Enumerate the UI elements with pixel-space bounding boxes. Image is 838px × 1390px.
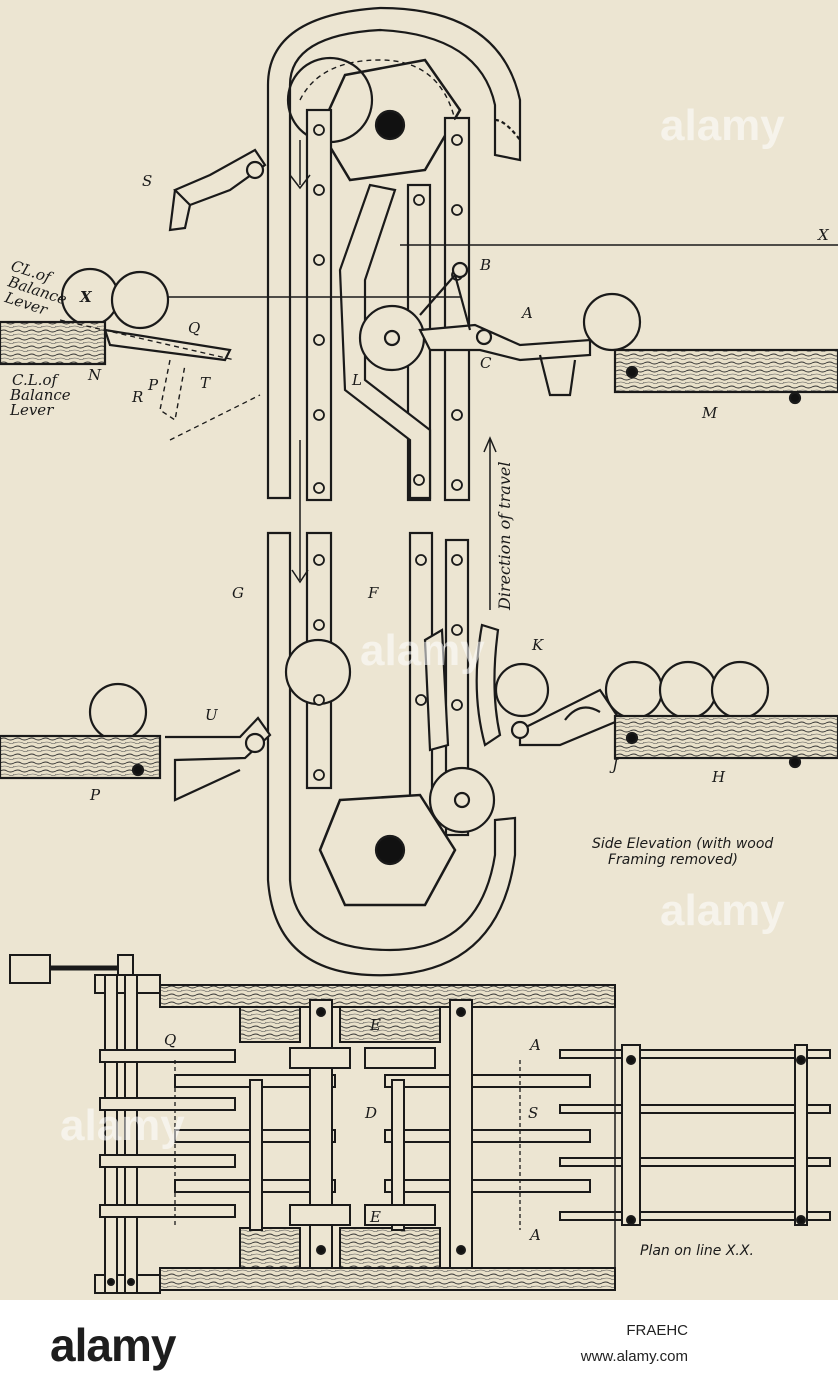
watermark: alamy <box>660 101 785 150</box>
label-q-plan: Q <box>164 1031 176 1049</box>
label-e-top: E <box>369 1016 381 1034</box>
idler-wheel <box>358 304 426 372</box>
upper-casing <box>266 6 522 500</box>
label-p: P <box>89 786 101 804</box>
lower-casing <box>266 531 517 977</box>
stock-logo[interactable]: alamy <box>50 1319 176 1371</box>
caption-plan: Plan on line X.X. <box>640 1243 754 1259</box>
label-s: S <box>142 172 152 190</box>
label-a-plan-top: A <box>528 1036 541 1054</box>
caption-side-elevation: Side Elevation (with wood Framing remove… <box>592 836 778 868</box>
label-d: D <box>364 1104 377 1122</box>
watermark: alamy <box>660 886 785 935</box>
label-b: B <box>479 256 491 274</box>
label-x-right: X <box>817 226 830 244</box>
lower-axle <box>374 834 406 866</box>
label-a-plan-bottom: A <box>528 1226 541 1244</box>
wood-beam-h <box>613 714 838 760</box>
label-s-plan: S <box>528 1104 538 1122</box>
label-h: H <box>711 768 726 786</box>
watermark: alamy <box>60 1101 185 1150</box>
stock-footer: alamy FRAEHC www.alamy.com <box>0 1300 838 1390</box>
label-n: N <box>87 366 102 384</box>
label-q: Q <box>188 319 200 337</box>
image-id: FRAEHC <box>626 1322 688 1339</box>
site-url[interactable]: www.alamy.com <box>580 1348 688 1365</box>
conveyor-diagram: alamy alamy alamy alamy CL.of Balance Le… <box>0 6 838 1294</box>
label-g: G <box>232 584 244 602</box>
label-x-left: X <box>79 288 93 306</box>
diagram-plate: alamy alamy alamy alamy CL.of Balance Le… <box>0 0 838 1300</box>
label-direction-of-travel: Direction of travel <box>495 462 514 611</box>
label-f: F <box>367 584 379 602</box>
guide-l <box>338 183 432 500</box>
wood-beam-m <box>613 348 838 394</box>
label-c: C <box>480 354 492 372</box>
label-e-bottom: E <box>369 1208 381 1226</box>
plan-frame-bottom <box>159 1267 616 1291</box>
label-t: T <box>200 374 211 392</box>
label-p-upper: P <box>147 376 159 394</box>
label-a: A <box>520 304 533 322</box>
watermark: alamy <box>360 626 485 675</box>
label-j: J <box>609 756 619 774</box>
label-r: R <box>131 388 143 406</box>
label-k: K <box>531 636 544 654</box>
label-u: U <box>205 706 219 724</box>
label-cl-balance-bottom: C.L.of Balance Lever <box>9 371 75 419</box>
label-l: L <box>351 371 362 389</box>
wood-block-n <box>0 320 107 366</box>
upper-axle <box>374 109 406 141</box>
label-cl-balance-top: CL.of Balance Lever <box>0 257 78 325</box>
label-m: M <box>701 404 718 422</box>
plan-frame-top <box>159 984 616 1008</box>
